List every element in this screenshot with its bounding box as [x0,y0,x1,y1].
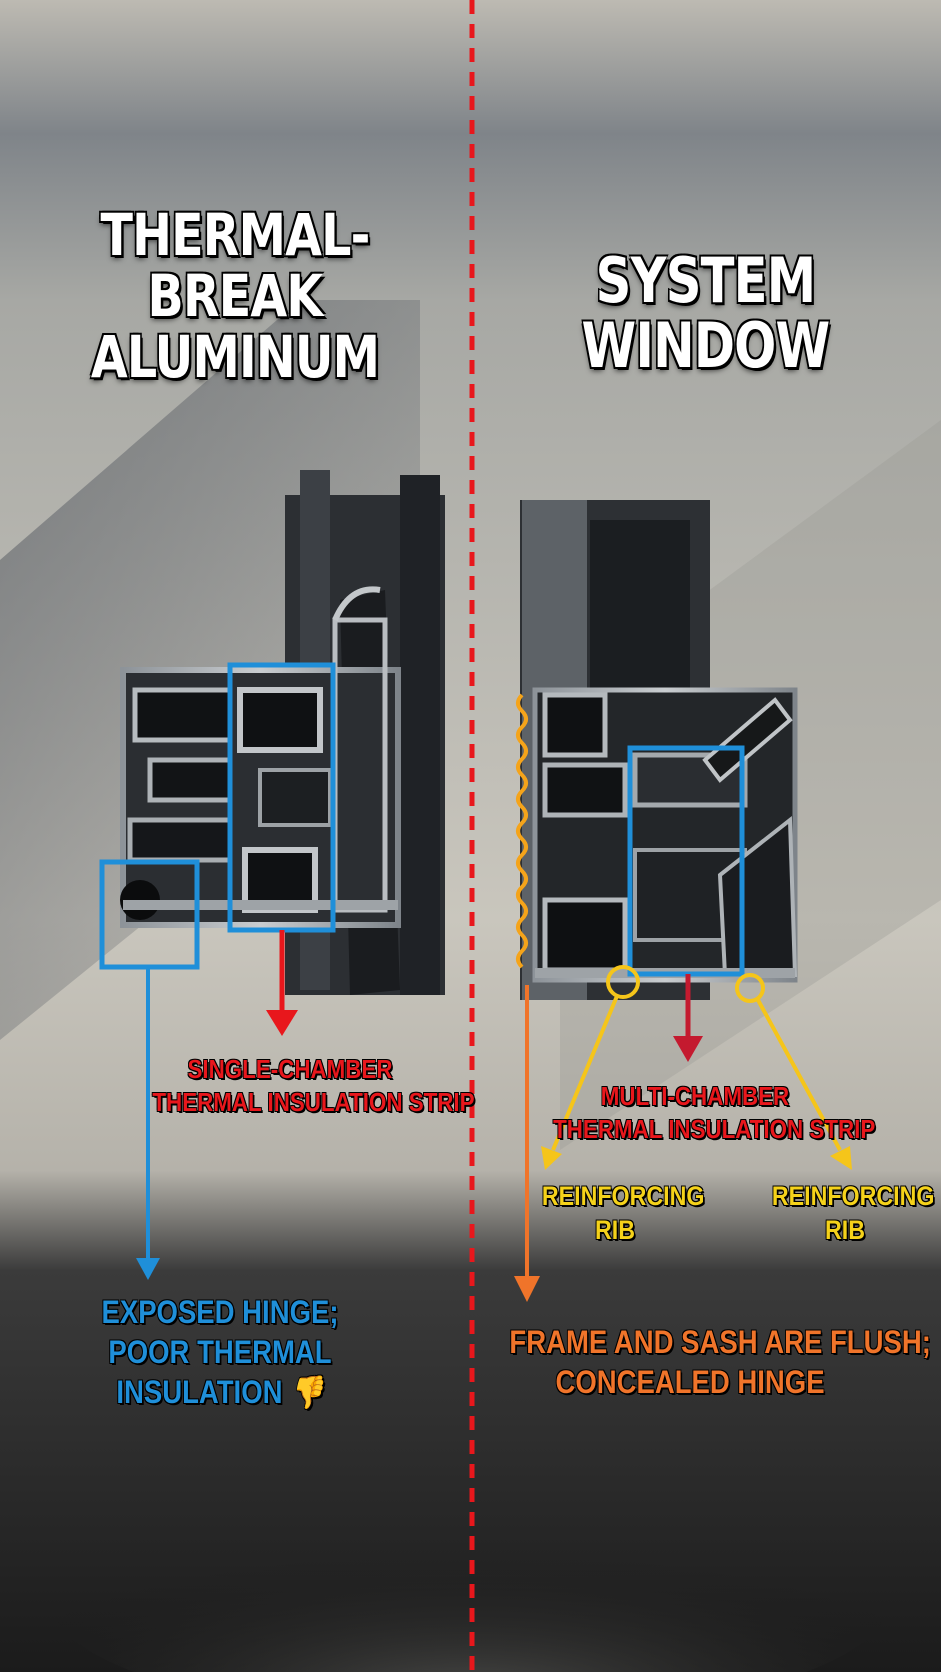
multi-chamber-line2: THERMAL INSULATION STRIP [553,1113,876,1144]
multi-chamber-label: MULTI-CHAMBER THERMAL INSULATION STRIP [553,1080,876,1145]
flush-concealed-hinge-label: FRAME AND SASH ARE FLUSH; CONCEALED HING… [509,1322,931,1402]
title-left-line2: ALUMINUM [90,322,380,391]
right-window-profile [520,500,798,1000]
reinforcing-rib-label-left: REINFORCING RIB [541,1180,705,1248]
flush-line1: FRAME AND SASH ARE FLUSH; [509,1324,931,1360]
yellow-arrow-head-right [830,1146,852,1170]
red-arrow-head-right [673,1036,703,1062]
rib-circle-right [735,973,765,1003]
thermal-break-aluminum-title: THERMAL-BREAK ALUMINUM [42,205,427,388]
single-chamber-label: SINGLE-CHAMBER THERMAL INSULATION STRIP [152,1053,475,1118]
reinforcing-rib-label-right: REINFORCING RIB [771,1180,935,1248]
rib-circle-left [606,965,640,999]
rib-left-line1: REINFORCING [541,1181,705,1211]
yellow-arrow-head-left [541,1146,562,1170]
blue-arrow-head [136,1258,160,1280]
orange-arrow-head [514,1276,540,1302]
thumbs-down-icon: 👎 [289,1374,324,1410]
rib-right-line2: RIB [825,1214,865,1245]
single-chamber-line1: SINGLE-CHAMBER [187,1054,393,1084]
flush-line2: CONCEALED HINGE [555,1364,825,1400]
flush-wavy-line [516,693,528,969]
exposed-hinge-label: EXPOSED HINGE; POOR THERMAL INSULATION👎 [65,1292,375,1412]
exposed-line3-text: INSULATION [116,1374,283,1410]
exposed-line3: INSULATION👎 [65,1372,375,1412]
left-window-profile [120,470,445,995]
red-arrow-head-left [266,1010,298,1036]
exposed-line1: EXPOSED HINGE; [101,1294,339,1330]
title-left-line1: THERMAL-BREAK [100,201,371,330]
rib-right-line1: REINFORCING [771,1181,935,1211]
system-window-title: SYSTEM WINDOW [581,244,831,383]
rib-left-line2: RIB [595,1214,635,1245]
exposed-line2: POOR THERMAL [108,1334,332,1370]
single-chamber-line2: THERMAL INSULATION STRIP [152,1086,475,1117]
multi-chamber-line1: MULTI-CHAMBER [600,1081,790,1111]
